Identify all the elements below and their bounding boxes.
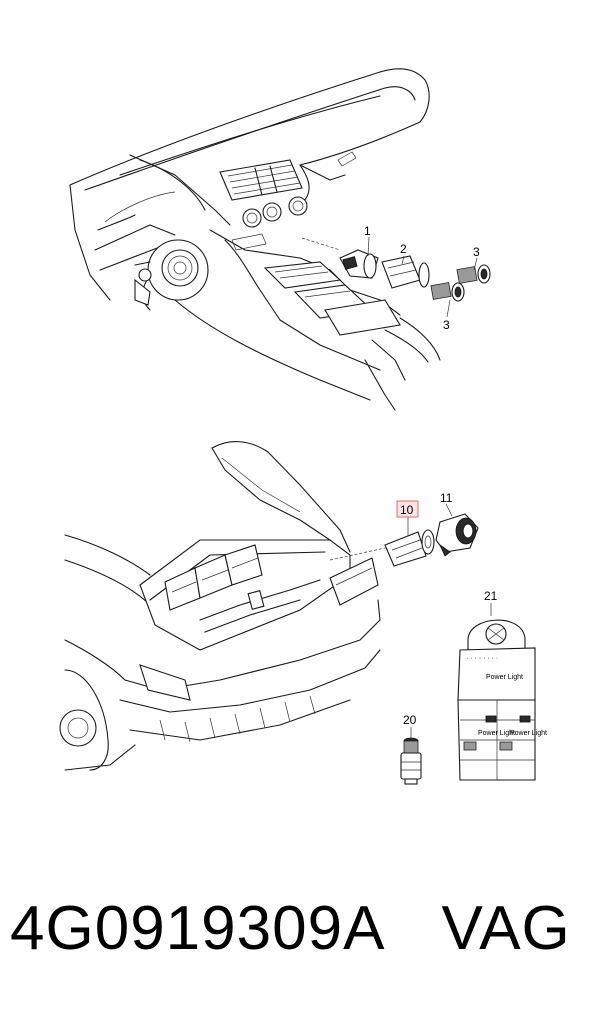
display-box-package-label-left: Power Light <box>478 730 515 737</box>
part-socket-1 <box>339 249 379 279</box>
callout-1: 1 <box>364 224 371 238</box>
trunk-illustration <box>59 441 386 771</box>
callout-20: 20 <box>403 713 417 727</box>
callout-10: 10 <box>400 503 414 517</box>
part-cap-11 <box>435 513 479 557</box>
callout-2: 2 <box>400 242 407 256</box>
svg-text:· · · · · · · ·: · · · · · · · · <box>466 655 498 662</box>
part-plug-3b <box>430 282 465 302</box>
callout-3b: 3 <box>443 318 450 332</box>
callout-10-highlight <box>396 500 419 518</box>
part-display-box-21: · · · · · · · · <box>457 619 536 781</box>
callout-3a: 3 <box>473 245 480 259</box>
part-number: 4G0919309A <box>10 894 386 963</box>
brand-name: VAG <box>441 894 571 963</box>
callout-11: 11 <box>440 491 453 505</box>
display-box-product-name: Power Light <box>486 674 523 681</box>
callout-21: 21 <box>484 589 498 603</box>
display-box-package-label-right: Power Light <box>510 730 547 737</box>
part-plug-20 <box>400 737 422 785</box>
dashboard-illustration <box>69 68 441 411</box>
part-socket-10 <box>384 529 435 567</box>
part-housing-2 <box>381 255 430 289</box>
part-plug-3a <box>456 264 491 284</box>
